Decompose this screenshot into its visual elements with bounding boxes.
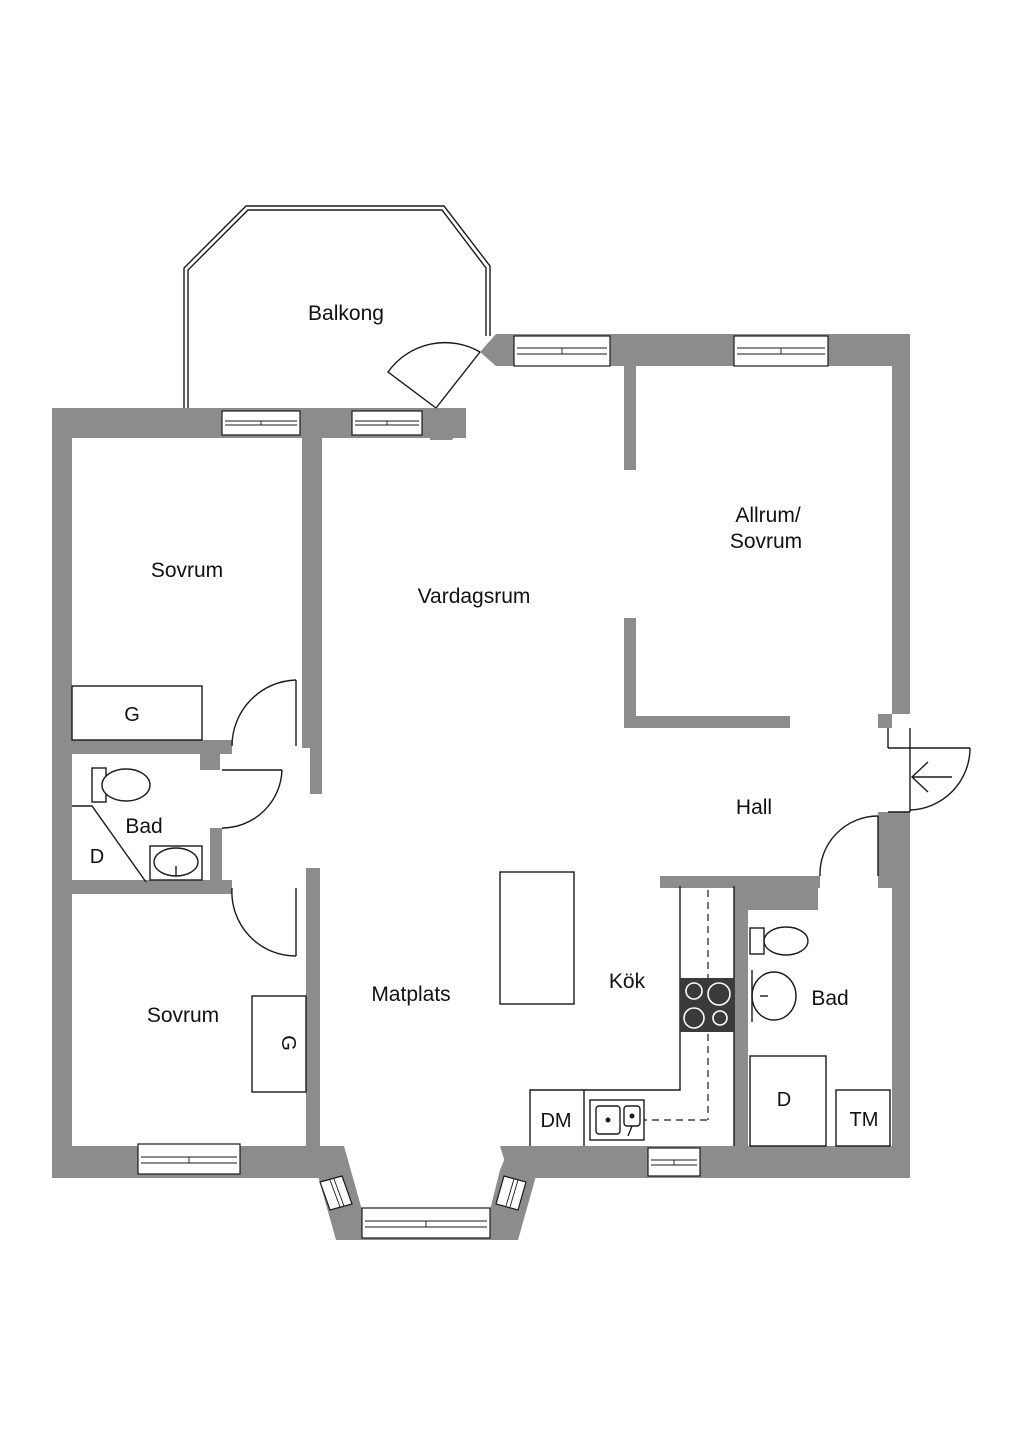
room-label-bath-right: Bad bbox=[811, 987, 848, 1010]
window-bay-right bbox=[495, 1175, 527, 1211]
window-bedroom-top bbox=[221, 410, 301, 436]
sink-icon bbox=[589, 1099, 645, 1141]
fixture-label-dishwasher: DM bbox=[540, 1110, 571, 1132]
door-bath-right bbox=[819, 815, 879, 877]
door-balcony bbox=[387, 341, 481, 409]
fixture-label-tumble-dryer: TM bbox=[850, 1109, 879, 1131]
window-bedroom-bottom bbox=[137, 1143, 241, 1175]
dining-table bbox=[499, 871, 575, 1005]
door-bedroom-upper bbox=[231, 679, 297, 747]
fixture-label-dryer-left: D bbox=[90, 846, 104, 868]
fixture-label-dryer-right: D bbox=[777, 1089, 791, 1111]
room-labels: Balkong Sovrum Vardagsrum Allrum/ Sovrum… bbox=[90, 302, 879, 1132]
room-label-living-room: Vardagsrum bbox=[418, 585, 531, 608]
room-label-family-room-2: Sovrum bbox=[730, 530, 802, 553]
room-label-kitchen: Kök bbox=[609, 970, 646, 993]
window-bay-left bbox=[319, 1175, 353, 1211]
basin-icon bbox=[751, 970, 797, 1022]
window-bay-front bbox=[361, 1207, 491, 1239]
toilet-icon bbox=[91, 767, 151, 803]
doors bbox=[221, 341, 971, 957]
window-living-top bbox=[351, 410, 423, 436]
door-bedroom-lower bbox=[231, 887, 297, 957]
basin-icon bbox=[149, 845, 203, 881]
window-family-room bbox=[733, 335, 829, 367]
wardrobe-upper bbox=[71, 685, 203, 741]
room-label-bedroom-upper: Sovrum bbox=[151, 559, 223, 582]
dryer-left bbox=[72, 805, 147, 883]
room-label-hall: Hall bbox=[736, 796, 772, 819]
window-living-top-right bbox=[513, 335, 611, 367]
fixture-label-wardrobe-upper: G bbox=[124, 704, 140, 726]
door-bath-left bbox=[221, 769, 283, 829]
windows bbox=[137, 335, 829, 1239]
hob-icon bbox=[680, 978, 734, 1032]
fixture-label-wardrobe-lower: G bbox=[277, 1035, 299, 1051]
room-label-bedroom-lower: Sovrum bbox=[147, 1004, 219, 1027]
dryer-right bbox=[749, 1055, 827, 1147]
room-label-dining: Matplats bbox=[371, 983, 450, 1006]
entrance-arrow-icon bbox=[910, 761, 952, 793]
fixtures bbox=[71, 685, 891, 1147]
toilet-icon bbox=[749, 926, 809, 956]
door-entrance bbox=[887, 728, 971, 813]
room-label-family-room-1: Allrum/ bbox=[735, 504, 801, 527]
tumble-dryer bbox=[835, 1089, 891, 1147]
window-kitchen bbox=[647, 1147, 701, 1177]
room-label-bath-left: Bad bbox=[125, 815, 162, 838]
room-label-balcony: Balkong bbox=[308, 302, 384, 325]
balcony-outline bbox=[183, 205, 491, 408]
wardrobe-lower bbox=[251, 995, 307, 1093]
